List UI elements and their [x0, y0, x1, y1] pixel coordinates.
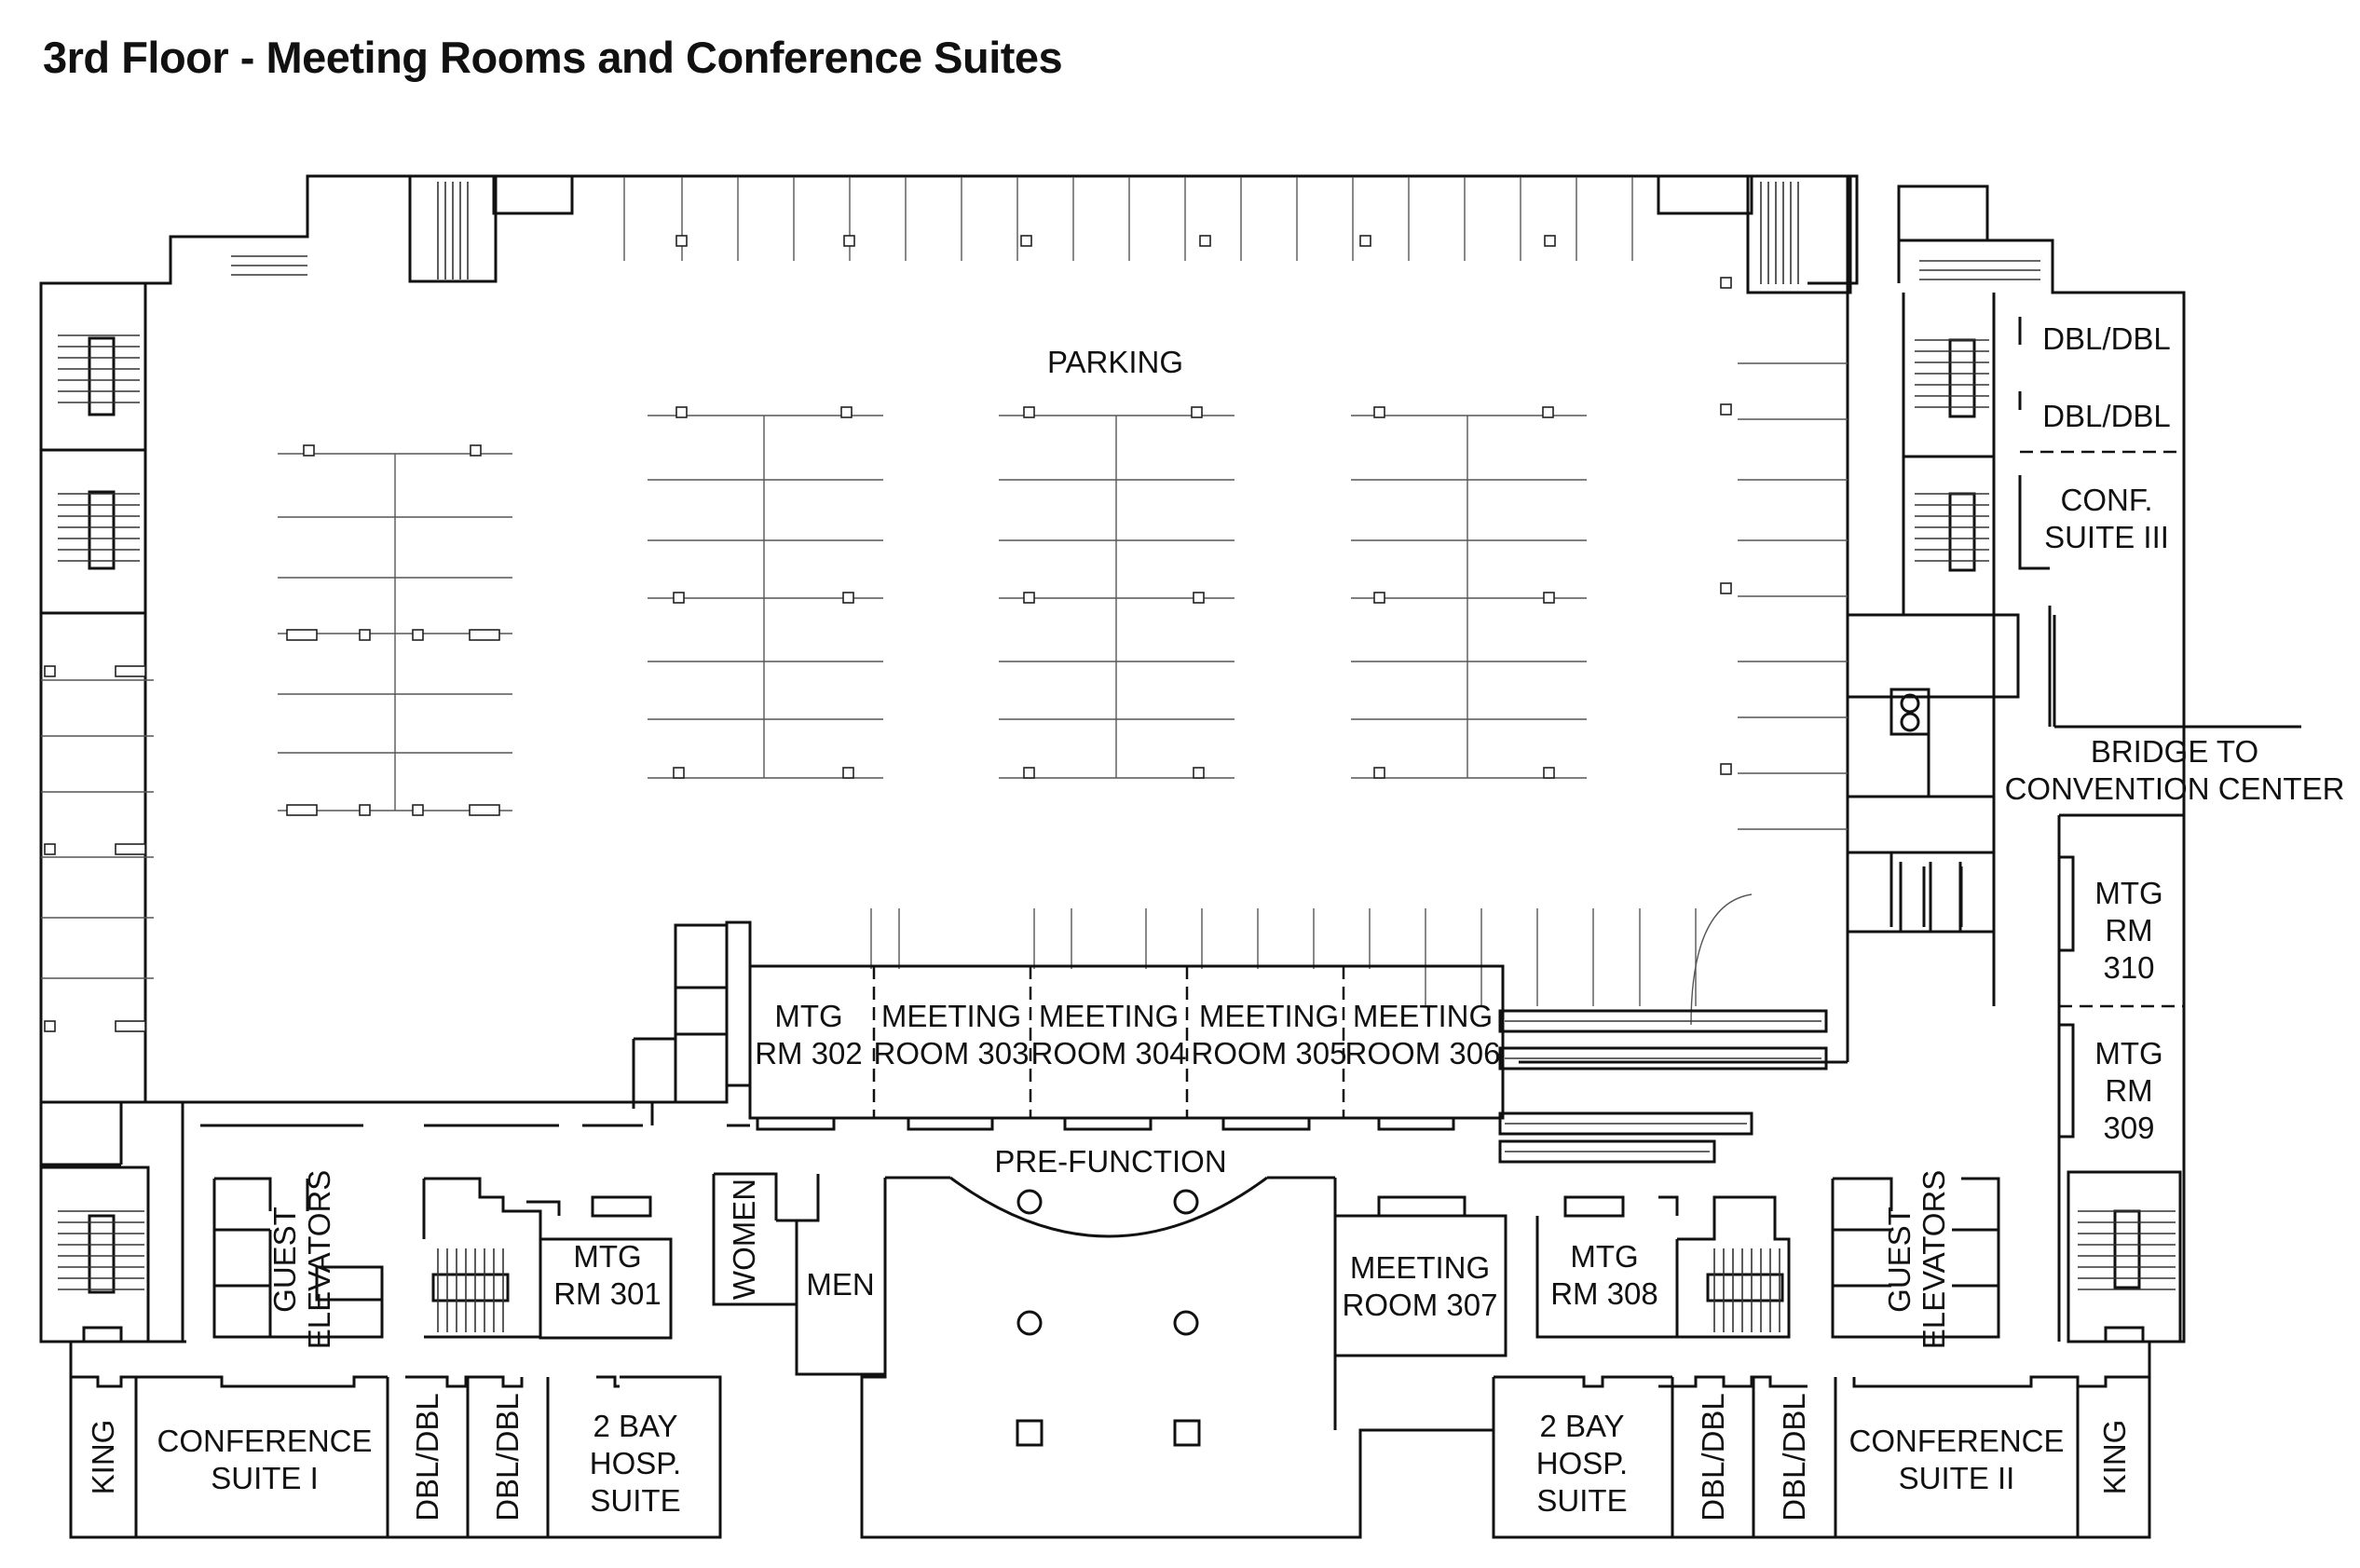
label-king-left: KING: [86, 1420, 120, 1495]
label-mtg-rm-310-2: RM: [2105, 913, 2152, 948]
page-title: 3rd Floor - Meeting Rooms and Conference…: [43, 33, 1063, 82]
label-dbl-dbl-right-2: DBL/DBL: [1777, 1393, 1811, 1521]
label-dbl-dbl-top: DBL/DBL: [2042, 321, 2171, 356]
label-pre-function: PRE-FUNCTION: [994, 1144, 1226, 1179]
label-conference-suite-ii-1: CONFERENCE: [1848, 1424, 2064, 1458]
label-bridge-2: CONVENTION CENTER: [2005, 771, 2345, 806]
label-conference-suite-i-2: SUITE I: [211, 1461, 319, 1495]
label-guest-elevators-right-1: GUEST: [1882, 1207, 1917, 1313]
label-king-right: KING: [2097, 1420, 2132, 1495]
label-conference-suite-ii-2: SUITE II: [1899, 1461, 2015, 1495]
label-mtg-rm-302-1: MTG: [774, 999, 842, 1033]
label-men: MEN: [806, 1267, 874, 1302]
parking-striping: [41, 177, 1848, 1032]
label-dbl-dbl-second: DBL/DBL: [2042, 399, 2171, 433]
label-2-bay-hosp-left-1: 2 BAY: [593, 1409, 677, 1443]
label-meeting-room-306-2: ROOM 306: [1345, 1036, 1501, 1070]
label-mtg-rm-302-2: RM 302: [755, 1036, 863, 1070]
label-guest-elevators-left-2: ELEVATORS: [302, 1170, 336, 1350]
label-guest-elevators-right-2: ELEVATORS: [1917, 1170, 1951, 1350]
label-2-bay-hosp-right-1: 2 BAY: [1539, 1409, 1624, 1443]
label-dbl-dbl-left-1: DBL/DBL: [410, 1393, 444, 1521]
label-mtg-rm-301-1: MTG: [573, 1239, 641, 1274]
label-mtg-rm-310-3: 310: [2103, 950, 2154, 985]
label-2-bay-hosp-left-3: SUITE: [590, 1483, 680, 1518]
label-dbl-dbl-right-1: DBL/DBL: [1696, 1393, 1730, 1521]
label-mtg-rm-310-1: MTG: [2094, 876, 2162, 910]
label-mtg-rm-301-2: RM 301: [553, 1276, 662, 1311]
label-mtg-rm-309-3: 309: [2103, 1111, 2154, 1145]
label-meeting-room-303-1: MEETING: [881, 999, 1021, 1033]
label-guest-elevators-left-1: GUEST: [267, 1207, 302, 1313]
label-mtg-rm-308-2: RM 308: [1550, 1276, 1658, 1311]
label-conf-suite-iii-2: SUITE III: [2044, 520, 2169, 554]
label-meeting-room-306-1: MEETING: [1353, 999, 1493, 1033]
right-wing-rooms: [1846, 317, 2184, 1139]
label-2-bay-hosp-right-3: SUITE: [1536, 1483, 1627, 1518]
label-parking: PARKING: [1047, 345, 1183, 379]
label-mtg-rm-309-2: RM: [2105, 1073, 2152, 1108]
label-meeting-room-303-2: ROOM 303: [874, 1036, 1030, 1070]
pre-function-fixtures: [1016, 1189, 1201, 1447]
label-meeting-room-307-2: ROOM 307: [1343, 1288, 1498, 1322]
stairwells: [41, 182, 2176, 1343]
label-mtg-rm-309-1: MTG: [2094, 1036, 2162, 1070]
label-bridge-1: BRIDGE TO: [2091, 734, 2258, 769]
label-meeting-room-304-2: ROOM 304: [1031, 1036, 1187, 1070]
label-meeting-room-305-1: MEETING: [1199, 999, 1339, 1033]
meeting-room-row: [200, 920, 1505, 1131]
room-labels: PARKING DBL/DBL DBL/DBL CONF. SUITE III …: [86, 321, 2344, 1521]
label-meeting-room-304-1: MEETING: [1039, 999, 1179, 1033]
label-meeting-room-305-2: ROOM 305: [1192, 1036, 1347, 1070]
outer-walls: [39, 174, 2301, 1539]
label-conf-suite-iii-1: CONF.: [2061, 483, 2153, 517]
label-dbl-dbl-left-2: DBL/DBL: [490, 1393, 525, 1521]
label-women: WOMEN: [727, 1179, 761, 1300]
label-2-bay-hosp-right-2: HOSP.: [1536, 1446, 1628, 1480]
label-2-bay-hosp-left-2: HOSP.: [590, 1446, 681, 1480]
label-meeting-room-307-1: MEETING: [1350, 1250, 1490, 1285]
label-mtg-rm-308-1: MTG: [1570, 1239, 1638, 1274]
label-conference-suite-i-1: CONFERENCE: [157, 1424, 372, 1458]
